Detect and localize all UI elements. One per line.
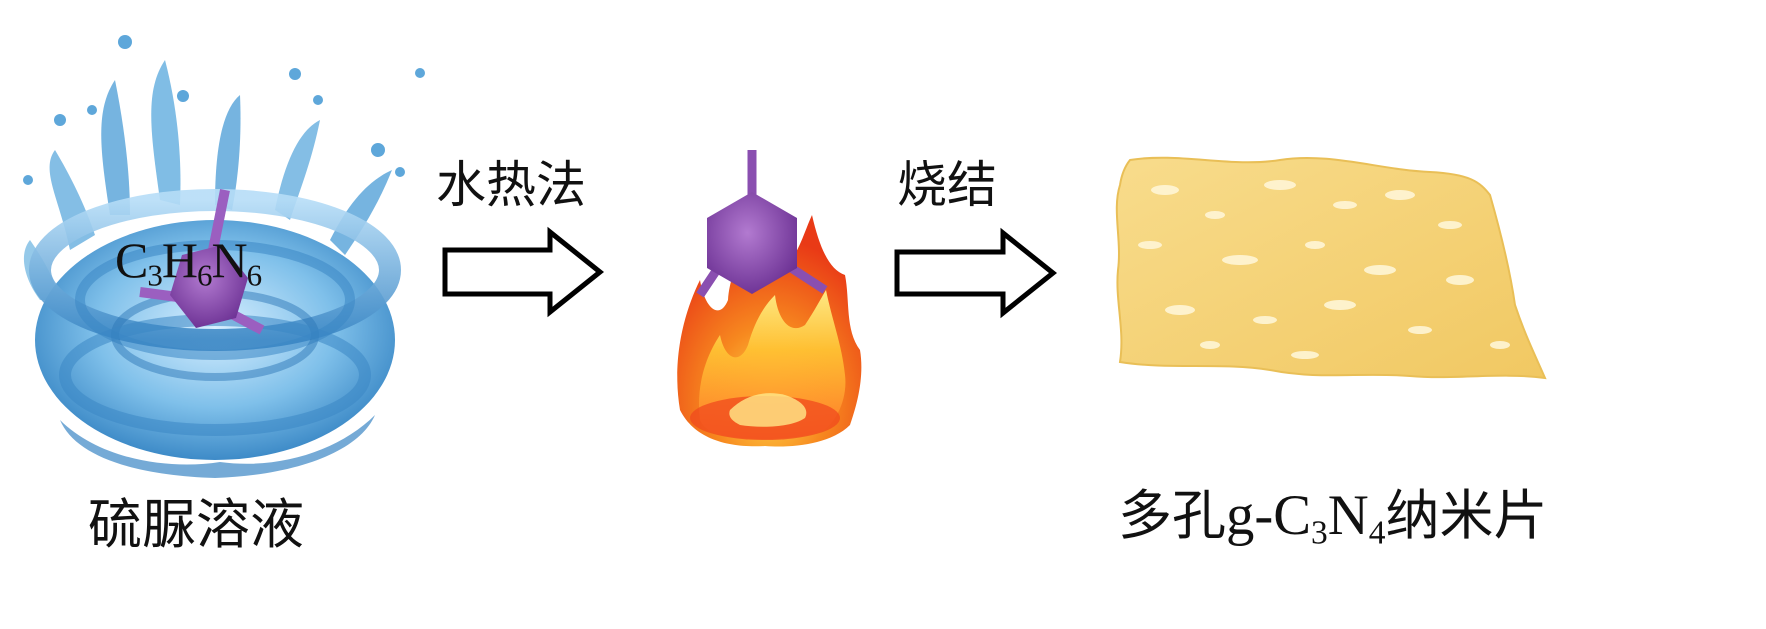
product-formula-n-sub: 4: [1368, 514, 1386, 552]
precursor-label: 硫脲溶液: [88, 493, 304, 556]
formula-h: H: [161, 232, 198, 288]
product-formula-c: C: [1273, 484, 1312, 547]
molecule-icon: [139, 189, 265, 335]
formula-n-sub: 6: [246, 257, 262, 293]
product-formula-g: g-: [1226, 484, 1274, 547]
formula-c: C: [115, 232, 148, 288]
hydrothermal-label: 水热法: [436, 156, 586, 214]
product-formula-n: N: [1327, 484, 1369, 547]
product-formula-c-sub: 3: [1311, 514, 1328, 552]
molecule-icon: [696, 150, 828, 298]
product-label: 多孔g-C3N4纳米片: [1118, 487, 1547, 552]
formula-c-sub: 3: [147, 257, 162, 293]
arrow-sintering: [894, 227, 1058, 319]
product-suffix: 纳米片: [1385, 484, 1548, 547]
formula-n: N: [211, 232, 247, 288]
product-prefix: 多孔: [1118, 484, 1226, 547]
sintering-label: 烧结: [897, 156, 997, 214]
nanosheet-icon: [1115, 156, 1547, 380]
arrow-hydrothermal: [442, 226, 605, 318]
fire-icon: [677, 215, 862, 447]
molecule-formula: C3H6N6: [115, 232, 262, 293]
formula-h-sub: 6: [196, 257, 212, 293]
